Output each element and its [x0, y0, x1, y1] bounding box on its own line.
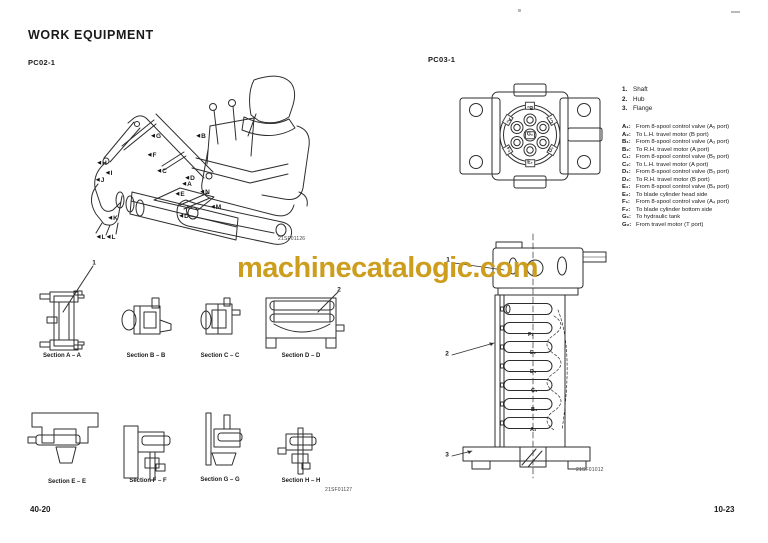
legend-row: G₁:To hydraulic tank	[622, 214, 681, 220]
ref-number: 1	[446, 256, 450, 264]
legend-desc: From 8-spool control valve (A₃ port)	[636, 139, 730, 145]
legend-row: C₁:From 8-spool control valve (B₅ port)	[622, 154, 730, 160]
pc03-model-label: PC03-1	[428, 55, 456, 64]
callout-letter: M	[211, 204, 221, 212]
section-label: Section G – G	[200, 477, 240, 483]
legend-desc: To L.H. travel motor (B port)	[636, 131, 709, 138]
legend-desc: To L.H. travel motor (A port)	[636, 161, 709, 168]
part-item: 2.Hub	[622, 95, 645, 103]
ref-number: 1	[92, 259, 96, 267]
section-g-g-drawing	[200, 412, 246, 477]
excavator-drawing: G B F H I J C D A E N M K L L D	[58, 72, 313, 245]
page-title: WORK EQUIPMENT	[28, 28, 154, 42]
legend-row: A₁:From 8-spool control valve (A₅ port)	[622, 124, 730, 130]
ref-number: 2	[445, 350, 449, 358]
figure-number: 21SF01126	[278, 236, 306, 242]
legend-row: A₂:To L.H. travel motor (B port)	[622, 131, 709, 138]
legend-row: E₂:To blade cylinder head side	[622, 191, 708, 198]
swivel-port-label: E₁	[530, 350, 536, 356]
section-d-d-drawing	[260, 288, 346, 356]
callout-letter: H	[97, 160, 107, 168]
section-label: Section A – A	[42, 353, 82, 359]
port-legend: A₁:From 8-spool control valve (A₅ port) …	[622, 124, 729, 229]
watermark-text: machinecatalogic.com	[237, 252, 539, 284]
legend-desc: To blade cylinder bottom side	[636, 206, 713, 213]
figure-number: 21SF01127	[325, 487, 353, 493]
callout-letter: I	[106, 170, 113, 178]
legend-desc: From 8-spool control valve (A₄ port)	[636, 199, 730, 205]
swivel-port-label: A₁	[530, 427, 537, 433]
legend-row: D₁:From 8-spool control valve (B₃ port)	[622, 169, 730, 175]
legend-desc: To hydraulic tank	[636, 214, 681, 220]
pc02-model-label: PC02-1	[28, 58, 56, 67]
section-b-b-drawing	[118, 296, 174, 342]
flange-port-label: B₂	[525, 102, 535, 110]
flange-port-label: G₂	[524, 131, 536, 139]
legend-desc: From 8-spool control valve (B₅ port)	[636, 154, 730, 160]
section-c-c-drawing	[198, 296, 246, 340]
part-item: 3.Flange	[622, 105, 653, 112]
callout-letter: K	[108, 215, 118, 223]
swivel-joint-drawing: F₁ E₁ D₁ C₁ B₁ A₁ 1 2 3	[440, 230, 620, 485]
callout-letter: J	[96, 177, 105, 185]
legend-desc: From 8-spool control valve (A₅ port)	[636, 124, 730, 130]
legend-desc: From 8-spool control valve (B₃ port)	[636, 169, 730, 175]
section-label: Section E – E	[47, 479, 87, 485]
legend-row: B₂:To R.H. travel motor (A port)	[622, 146, 710, 153]
callout-letter: L	[107, 234, 116, 242]
swivel-port-label: C₁	[531, 388, 538, 394]
part-item: 1.Shaft	[622, 86, 648, 93]
part-name: Flange	[633, 105, 653, 112]
ref-number: 3	[445, 451, 449, 459]
legend-row: D₂:To R.H. travel motor (B port)	[622, 176, 710, 183]
callout-letter: C	[157, 168, 167, 176]
legend-desc: To R.H. travel motor (B port)	[636, 176, 710, 183]
callout-letter: B	[196, 133, 206, 141]
section-label: Section D – D	[281, 353, 321, 359]
legend-row: F₁:From 8-spool control valve (A₄ port)	[622, 199, 730, 205]
parts-list: 1.Shaft 2.Hub 3.Flange	[622, 85, 652, 114]
legend-desc: To R.H. travel motor (A port)	[636, 146, 710, 153]
callout-letter: A	[182, 181, 192, 189]
scan-artifact	[731, 11, 740, 13]
callout-letter: D	[179, 213, 189, 221]
page-number-right: 10-23	[714, 505, 735, 514]
callout-letter: E	[175, 191, 184, 199]
flange-drawing: B₂ C₂ D₂ E₂ F₂ A₂ G₂	[450, 78, 610, 190]
callout-letter: N	[200, 189, 210, 197]
section-h-h-drawing	[277, 427, 322, 478]
callout-letter: G	[151, 133, 161, 141]
legend-row: E₁:From 8-spool control valve (B₄ port)	[622, 184, 730, 190]
swivel-port-label: B₁	[531, 407, 538, 413]
legend-row: G₂:From travel motor (T port)	[622, 221, 704, 228]
callout-letter: F	[148, 152, 157, 160]
flange-port-label: E₂	[525, 159, 535, 167]
section-e-e-drawing	[27, 405, 104, 477]
scan-artifact	[518, 9, 521, 12]
ref-number: 2	[337, 286, 341, 294]
swivel-port-label: D₁	[530, 369, 537, 375]
swivel-port-label: F₁	[528, 332, 534, 338]
legend-row: C₂:To L.H. travel motor (A port)	[622, 161, 709, 168]
section-label: Section F – F	[129, 478, 167, 484]
section-f-f-drawing	[120, 424, 174, 482]
legend-row: F₂:To blade cylinder bottom side	[622, 206, 713, 213]
callout-letter: D	[185, 175, 195, 183]
section-label: Section H – H	[281, 478, 321, 484]
callout-letter: L	[97, 234, 106, 242]
legend-desc: To blade cylinder head side	[636, 191, 708, 198]
section-label: Section B – B	[126, 353, 166, 359]
part-name: Hub	[633, 95, 645, 103]
section-a-a-drawing	[36, 260, 102, 360]
section-label: Section C – C	[200, 353, 240, 359]
legend-desc: From travel motor (T port)	[636, 221, 704, 228]
legend-desc: From 8-spool control valve (B₄ port)	[636, 184, 730, 190]
figure-number: 21SF01012	[576, 467, 604, 473]
page-number-left: 40-20	[30, 505, 51, 514]
part-name: Shaft	[633, 86, 648, 93]
legend-row: B₁:From 8-spool control valve (A₃ port)	[622, 139, 730, 145]
